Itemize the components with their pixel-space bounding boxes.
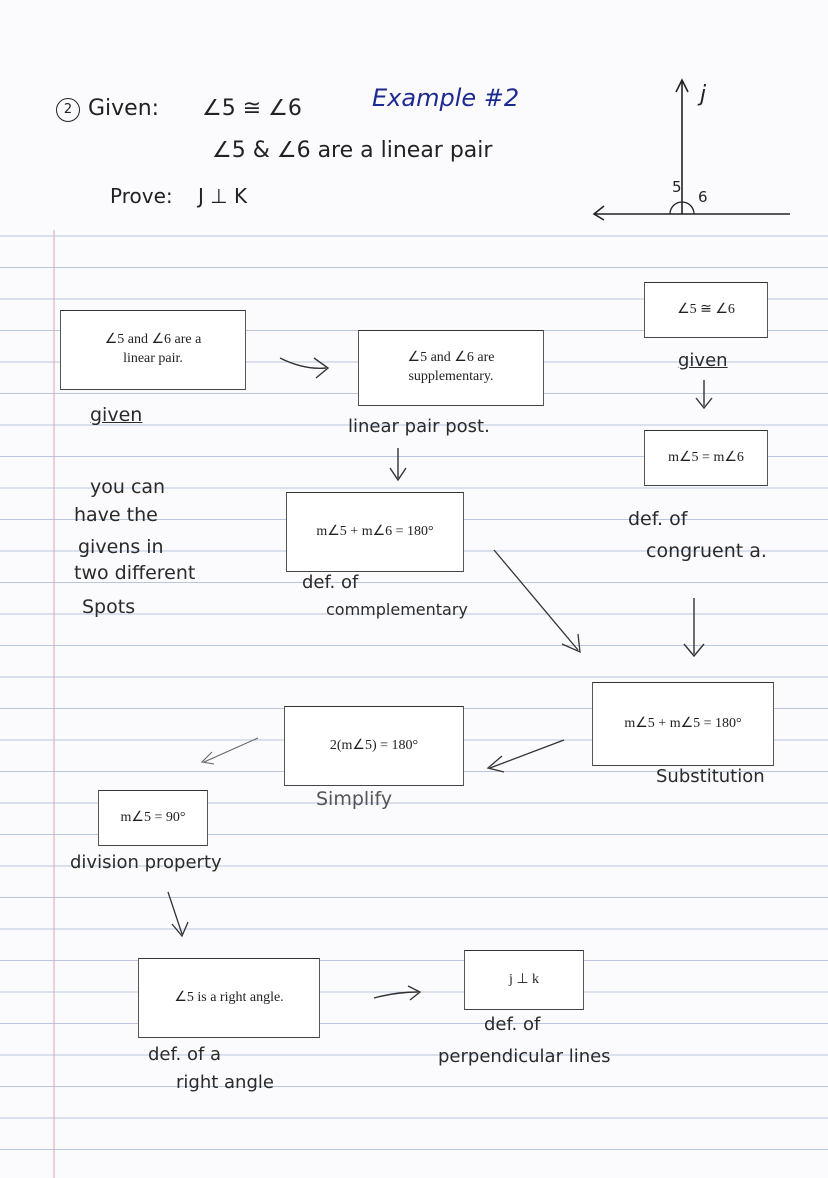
arrow-equal-down	[683, 598, 705, 658]
box-sum-180: m∠5 + m∠6 = 180°	[286, 492, 464, 572]
arrow-two-to-m5	[200, 737, 259, 765]
given-statement-2: ∠5 & ∠6 are a linear pair	[212, 138, 493, 163]
box-equal-measures: m∠5 = m∠6	[644, 430, 768, 486]
label-j: j	[700, 82, 707, 107]
reason-def-perpendicular-2: perpendicular lines	[438, 1046, 611, 1067]
label-angle-5: 5	[672, 178, 682, 196]
box-linear-pair: ∠5 and ∠6 are a linear pair.	[60, 310, 246, 390]
side-note-line-3: givens in	[78, 536, 164, 558]
box-congruent: ∠5 ≅ ∠6	[644, 282, 768, 338]
reason-given-right: given	[678, 350, 728, 371]
arrow-congruent-down	[695, 380, 713, 410]
arrow-m5-down	[167, 891, 189, 938]
box-supplementary: ∠5 and ∠6 are supplementary.	[358, 330, 544, 406]
given-statement-1: ∠5 ≅ ∠6	[202, 96, 302, 121]
reason-linear-pair-post: linear pair post.	[348, 416, 490, 437]
reason-def-right-angle-2: right angle	[176, 1072, 274, 1093]
box-double: m∠5 + m∠5 = 180°	[592, 682, 774, 766]
reason-def-congruent-1: def. of	[628, 508, 688, 530]
arrow-supplementary-down	[389, 448, 407, 482]
reason-def-right-angle-1: def. of a	[148, 1044, 222, 1065]
given-label: Given:	[88, 96, 160, 121]
prove-label: Prove:	[110, 184, 173, 208]
reason-def-perpendicular-1: def. of	[484, 1014, 541, 1035]
side-note-line-4: two different	[74, 562, 196, 584]
reason-given-left: given	[90, 404, 143, 426]
arrow-double-to-two	[486, 739, 565, 773]
reason-division-property: division property	[70, 852, 222, 873]
side-note-line-1: you can	[90, 476, 166, 498]
problem-number: 2	[56, 98, 80, 122]
box-two-m5: 2(m∠5) = 180°	[284, 706, 464, 786]
perpendicular-lines-diagram	[592, 78, 790, 221]
side-note-line-5: Spots	[82, 596, 136, 618]
reason-substitution: Substitution	[656, 766, 765, 787]
prove-statement: J ⊥ K	[198, 184, 248, 208]
arrow-linear-to-supplementary	[279, 357, 330, 379]
arrow-sum-to-double	[493, 549, 581, 654]
arrow-right-to-perpendicular	[373, 985, 422, 1001]
reason-def-congruent-2: congruent a.	[646, 540, 767, 562]
example-title: Example #2	[372, 84, 520, 112]
side-note-line-2: have the	[74, 504, 158, 526]
reason-def-complementary-1: def. of	[302, 572, 359, 593]
box-m5-90: m∠5 = 90°	[98, 790, 208, 846]
reason-def-complementary-2: commplementary	[326, 600, 468, 619]
reason-simplify: Simplify	[316, 788, 393, 810]
label-angle-6: 6	[698, 188, 708, 206]
box-right-angle: ∠5 is a right angle.	[138, 958, 320, 1038]
box-perpendicular: j ⊥ k	[464, 950, 584, 1010]
